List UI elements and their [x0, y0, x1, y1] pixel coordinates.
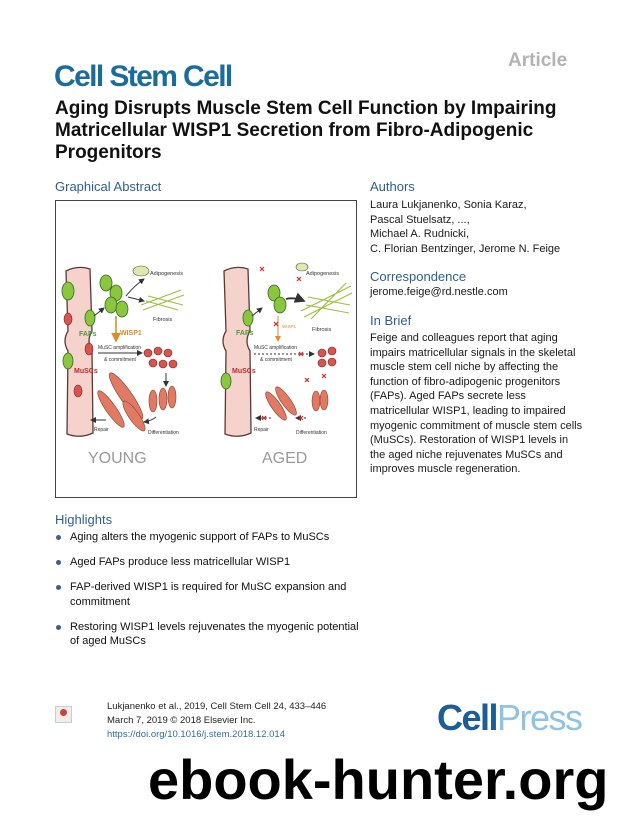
young-myofibers — [97, 372, 177, 432]
highlight-text: Aging alters the myogenic support of FAP… — [70, 531, 330, 543]
young-differentiation-label: Differentiation — [148, 430, 179, 436]
author-line: Pascal Stuelsatz, ..., — [370, 213, 470, 226]
article-title: Aging Disrupts Muscle Stem Cell Function… — [55, 98, 557, 163]
aged-muscle-fiber — [222, 266, 252, 437]
graphical-abstract: Adipogenesis Fibrosis FAPs WISP1 MuSC am… — [55, 200, 357, 498]
aged-adipocyte — [295, 262, 309, 272]
young-fibrosis-label: Fibrosis — [153, 317, 173, 323]
check-for-updates-icon[interactable] — [55, 706, 72, 723]
in-brief-heading: In Brief — [370, 313, 412, 328]
young-repair-label: Repair — [94, 427, 109, 433]
authors-heading: Authors — [370, 179, 415, 194]
aged-adipogenesis-label: Adipogenesis — [306, 271, 339, 277]
author-line: C. Florian Bentzinger, Jerome N. Feige — [370, 242, 561, 255]
aged-arrow-fibro — [285, 292, 306, 303]
aged-musc-cells — [317, 346, 337, 368]
young-commitment-label: & commitment — [104, 357, 137, 363]
aged-panel: Adipogenesis Fibrosis FAPs WISP1 MuSC am… — [220, 262, 353, 467]
young-amplification-label: MuSC amplification — [98, 345, 141, 351]
bullet-icon — [56, 535, 61, 540]
highlights-heading: Highlights — [55, 512, 113, 527]
young-panel: Adipogenesis Fibrosis FAPs WISP1 MuSC am… — [61, 265, 185, 467]
article-type-label: Article — [508, 50, 568, 71]
young-label: YOUNG — [88, 450, 147, 467]
watermark: ebook-hunter.org — [148, 748, 609, 811]
highlight-item: FAP-derived WISP1 is required for MuSC e… — [55, 580, 365, 609]
bullet-icon — [56, 560, 61, 565]
young-adipocyte — [132, 265, 150, 277]
authors-list: Laura Lukjanenko, Sonia Karaz, Pascal St… — [370, 198, 610, 256]
bullet-icon — [56, 585, 61, 590]
young-muscs-label: MuSCs — [74, 368, 98, 375]
aged-amplification-label: MuSC amplification — [254, 345, 297, 351]
cellpress-logo-press: Press — [497, 697, 583, 738]
aged-myofibers — [265, 386, 329, 421]
correspondence-email[interactable]: jerome.feige@rd.nestle.com — [370, 286, 508, 298]
cellpress-logo-cell: Cell — [437, 697, 499, 738]
doi-link[interactable]: https://doi.org/10.1016/j.stem.2018.12.0… — [107, 729, 285, 740]
young-arrow-fap — [93, 307, 105, 317]
graphical-abstract-heading: Graphical Abstract — [55, 179, 162, 194]
aged-muscs-label: MuSCs — [232, 368, 256, 375]
highlight-item: Restoring WISP1 levels rejuvenates the m… — [55, 620, 365, 649]
aged-repair-label: Repair — [254, 427, 269, 433]
highlights-list: Aging alters the myogenic support of FAP… — [55, 530, 365, 659]
aged-wisp1-label: WISP1 — [282, 324, 297, 329]
young-adipogenesis-label: Adipogenesis — [150, 271, 183, 277]
aged-differentiation-label: Differentiation — [296, 430, 327, 436]
young-fap-cells — [61, 274, 129, 370]
young-arrow-fibro — [127, 296, 145, 303]
aged-block-x-icons — [259, 266, 327, 421]
in-brief-text: Feige and colleagues report that aging i… — [370, 332, 583, 476]
aged-arrow-fap — [251, 307, 263, 317]
highlight-text: FAP-derived WISP1 is required for MuSC e… — [70, 581, 347, 608]
bullet-icon — [56, 624, 61, 630]
highlight-item: Aging alters the myogenic support of FAP… — [55, 530, 365, 545]
highlight-text: Aged FAPs produce less matricellular WIS… — [70, 556, 291, 568]
aged-commitment-label: & commitment — [260, 357, 293, 363]
citation-date: March 7, 2019 © 2018 Elsevier Inc. — [107, 715, 256, 726]
aged-label: AGED — [262, 450, 307, 467]
young-wisp1-label: WISP1 — [120, 330, 142, 337]
young-muscle-fiber — [64, 266, 94, 437]
author-line: Laura Lukjanenko, Sonia Karaz, — [370, 199, 527, 211]
aged-fap-cells — [220, 284, 287, 390]
aged-fibrosis-label: Fibrosis — [312, 327, 332, 333]
citation: Lukjanenko et al., 2019, Cell Stem Cell … — [107, 700, 326, 742]
highlight-text: Restoring WISP1 levels rejuvenates the m… — [70, 620, 359, 648]
citation-reference: Lukjanenko et al., 2019, Cell Stem Cell … — [107, 701, 327, 712]
young-arrow-adipo — [125, 278, 145, 297]
graphical-abstract-figure: Adipogenesis Fibrosis FAPs WISP1 MuSC am… — [61, 262, 353, 467]
young-faps-label: FAPs — [79, 331, 97, 338]
young-musc-cells — [63, 312, 178, 398]
aged-faps-label: FAPs — [236, 330, 254, 337]
cellpress-logo: CellPress — [437, 697, 583, 738]
author-line: Michael A. Rudnicki, — [370, 228, 470, 241]
aged-fibrosis — [300, 282, 353, 320]
young-fibrosis — [140, 289, 185, 311]
journal-logo: Cell Stem Cell — [54, 60, 233, 93]
highlight-item: Aged FAPs produce less matricellular WIS… — [55, 555, 365, 570]
correspondence-heading: Correspondence — [370, 269, 467, 284]
young-arrow-diff2 — [143, 416, 157, 425]
